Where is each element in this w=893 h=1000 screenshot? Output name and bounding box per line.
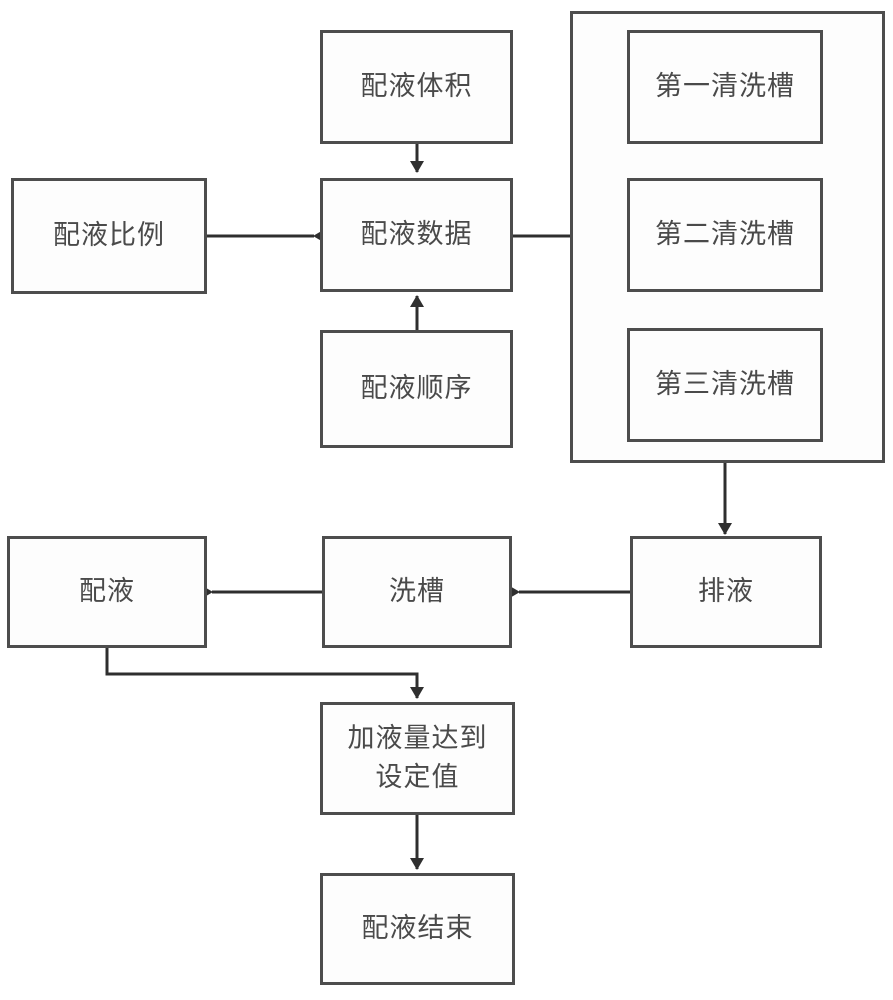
node-tank-1-label: 第一清洗槽 <box>655 70 795 102</box>
node-tank-1[interactable]: 第一清洗槽 <box>627 30 823 144</box>
node-mix-order-label: 配液顺序 <box>360 372 473 404</box>
node-tank-2-label: 第二清洗槽 <box>655 218 795 250</box>
node-reach-setpoint-line1: 加液量达到 <box>347 723 488 755</box>
node-mix-order[interactable]: 配液顺序 <box>320 330 513 448</box>
node-dispense-label: 配液 <box>79 575 135 607</box>
node-wash-tank[interactable]: 洗槽 <box>322 536 512 648</box>
node-mix-data[interactable]: 配液数据 <box>320 178 513 292</box>
node-mix-volume[interactable]: 配液体积 <box>320 30 513 144</box>
node-mix-ratio-label: 配液比例 <box>53 219 165 251</box>
node-finish-label: 配液结束 <box>361 912 474 944</box>
node-tank-3-label: 第三清洗槽 <box>655 368 795 400</box>
node-reach-setpoint[interactable]: 加液量达到 设定值 <box>320 702 515 815</box>
node-finish[interactable]: 配液结束 <box>320 873 515 985</box>
node-dispense[interactable]: 配液 <box>7 536 207 648</box>
node-drain-label: 排液 <box>698 575 754 607</box>
node-drain[interactable]: 排液 <box>630 536 822 648</box>
node-reach-setpoint-line2: 设定值 <box>375 761 460 793</box>
node-wash-tank-label: 洗槽 <box>389 575 445 607</box>
edge-dispense-to-setpoint <box>105 648 424 699</box>
node-mix-data-label: 配液数据 <box>360 218 473 250</box>
node-tank-3[interactable]: 第三清洗槽 <box>627 328 823 442</box>
node-mix-ratio[interactable]: 配液比例 <box>11 178 207 294</box>
node-tank-2[interactable]: 第二清洗槽 <box>627 178 823 292</box>
node-reach-setpoint-label: 加液量达到 设定值 <box>323 720 512 797</box>
node-mix-volume-label: 配液体积 <box>360 70 473 102</box>
